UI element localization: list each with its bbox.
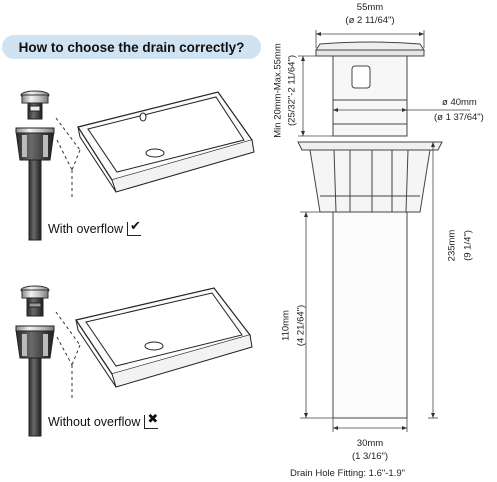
with-overflow-text: With overflow: [48, 222, 124, 236]
body-diameter-dim-in: (ø 1 37/64"): [434, 112, 484, 123]
pipe-width-dim: 30mm: [356, 438, 384, 449]
drain-hole-fitting: Drain Hole Fitting: 1.6"-1.9": [290, 468, 405, 479]
choose-drain-banner: How to choose the drain correctly?: [2, 35, 261, 59]
with-overflow-label: With overflow ✔: [48, 219, 142, 236]
sink-without-overflow: [55, 287, 253, 400]
top-width-dim: 55mm: [356, 2, 384, 13]
pipe-height-dim-in: (4 21/64"): [295, 304, 307, 347]
drain-with-overflow: [15, 90, 55, 241]
drain-technical-drawing: [297, 30, 470, 432]
without-overflow-text: Without overflow: [48, 415, 141, 429]
top-width-dim-in: (ø 2 11/64"): [345, 15, 395, 26]
total-height-dim-in: (9 1/4"): [462, 230, 474, 261]
drain-without-overflow: [15, 285, 55, 437]
height-range-dim: Min 20mm-Max.55mm: [272, 43, 284, 138]
cross-icon: ✖: [144, 412, 159, 429]
without-overflow-label: Without overflow ✖: [48, 412, 159, 429]
sink-with-overflow: [55, 91, 255, 200]
total-height-dim: 235mm: [446, 229, 458, 262]
body-diameter-dim: ø 40mm: [442, 97, 477, 108]
pipe-width-dim-in: (1 3/16"): [351, 451, 389, 462]
check-icon: ✔: [127, 219, 142, 236]
height-range-dim-in: (25/32"-2 11/64"): [286, 55, 298, 126]
dimension-arrows: [301, 32, 435, 430]
pipe-height-dim: 110mm: [280, 310, 292, 341]
